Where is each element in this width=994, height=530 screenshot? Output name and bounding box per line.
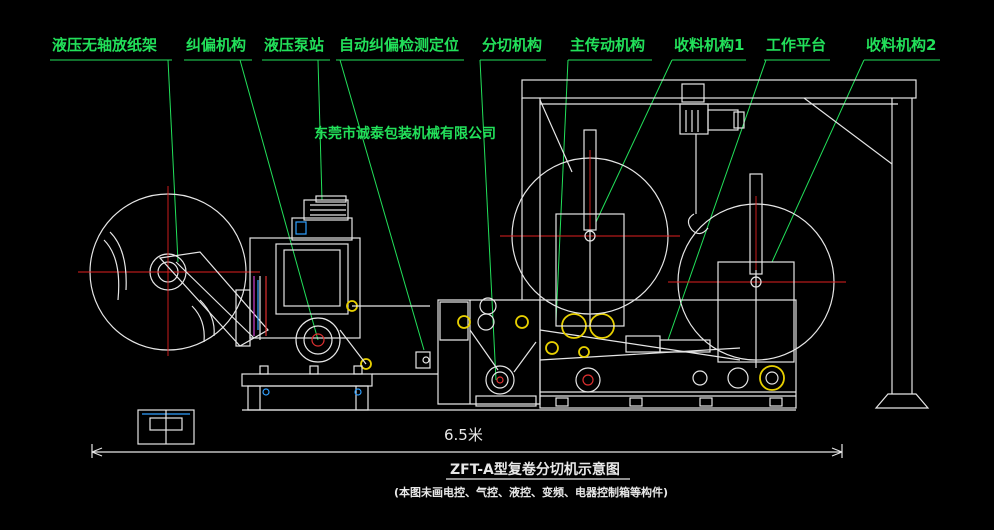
- label-web-guide: 纠偏机构: [186, 36, 246, 54]
- label-unwind-stand: 液压无轴放纸架: [52, 36, 157, 54]
- foot-pedal: [137, 409, 195, 445]
- dimension-label: 6.5米: [444, 426, 483, 444]
- label-rewind-1: 收料机构1: [674, 36, 744, 54]
- label-main-drive: 主传动机构: [570, 36, 645, 54]
- company-name: 东莞市诚泰包装机械有限公司: [314, 125, 496, 142]
- diagram-note: (本图未画电控、气控、液控、变频、电器控制箱等构件): [394, 485, 668, 499]
- leader-lines: [167, 59, 865, 381]
- rewind-roll-2: [668, 173, 846, 368]
- label-edge-sensor: 自动纠偏检测定位: [339, 36, 459, 54]
- hydraulic-station: [291, 195, 353, 241]
- label-work-platform: 工作平台: [766, 36, 826, 54]
- label-slitting: 分切机构: [482, 36, 542, 54]
- unwind-base: [241, 365, 373, 411]
- label-hydraulic-station: 液压泵站: [264, 36, 324, 54]
- edge-sensor: [372, 351, 438, 375]
- unwind-roll: [78, 186, 260, 356]
- main-bed: [539, 299, 797, 409]
- dimension-line: [91, 444, 843, 458]
- slitting-frame: [437, 297, 541, 407]
- web-guide-frame: [249, 237, 430, 370]
- hoist: [679, 83, 745, 235]
- diagram-title: ZFT-A型复卷分切机示意图: [450, 461, 620, 478]
- label-rewind-2: 收料机构2: [866, 36, 936, 54]
- rewind-roll-1: [500, 129, 680, 327]
- gantry-frame: [521, 79, 930, 409]
